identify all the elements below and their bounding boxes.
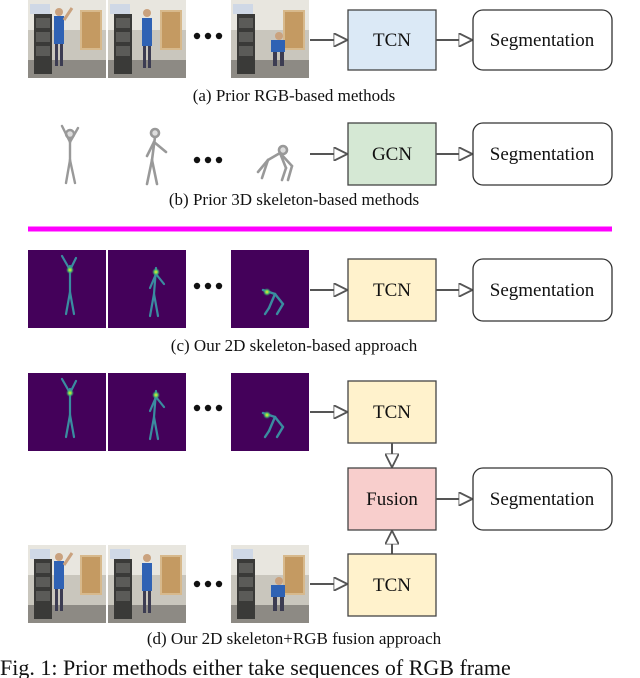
skeleton-heatmap-frame-1 [28,250,106,328]
segmentation-block [472,258,613,322]
3d-skeleton-figure-2 [145,127,168,186]
skeleton-heatmap-frame-3 [231,373,309,451]
gcn-block [347,122,437,186]
caption-d: (d) Our 2D skeleton+RGB fusion approach [147,629,442,648]
tcn-label: TCN [373,402,411,423]
fusion-block [347,467,437,531]
caption-a: (a) Prior RGB-based methods [193,86,396,105]
tcn-label: TCN [373,575,411,596]
ellipsis-dots [193,404,223,412]
ellipsis-dots [193,156,223,164]
segmentation-label: Segmentation [490,30,595,51]
tcn-block [347,258,437,322]
segmentation-block [472,467,613,531]
ellipsis-dots [193,282,223,290]
rgb-frame-3 [231,0,309,78]
row-a-rgb-methods: TCN Segmentation (a) Prior RGB-based met… [28,0,613,105]
3d-skeleton-figure-3 [256,144,294,182]
skeleton-heatmap-frame-2 [108,373,186,451]
ellipsis-dots [193,580,223,588]
tcn-label: TCN [373,30,411,51]
gcn-label: GCN [372,144,412,165]
rgb-frame-2 [108,0,186,78]
fusion-label: Fusion [366,489,418,510]
tcn-block-skeleton [347,380,437,444]
segmentation-block [472,122,613,186]
skeleton-heatmap-frame-3 [231,250,309,328]
skeleton-heatmap-frame-1 [28,373,106,451]
segmentation-label: Segmentation [490,489,595,510]
ellipsis-dots [193,32,223,40]
tcn-block [347,9,437,71]
segmentation-block [472,9,613,71]
rgb-frame-1 [28,0,106,78]
row-c-2d-skeleton-approach: TCN Segmentation (c) Our 2D skeleton-bas… [28,250,613,355]
tcn-block-rgb [347,553,437,617]
caption-b: (b) Prior 3D skeleton-based methods [169,190,419,209]
row-b-3d-skeleton-methods: GCN Segmentation (b) Prior 3D skeleton-b… [60,122,613,209]
segmentation-label: Segmentation [490,144,595,165]
segmentation-label: Segmentation [490,280,595,301]
row-d-fusion-approach: TCN Fusion Segmentation [28,373,613,648]
caption-c: (c) Our 2D skeleton-based approach [171,336,418,355]
rgb-frame-3 [231,545,309,623]
skeleton-heatmap-frame-2 [108,250,186,328]
tcn-label: TCN [373,280,411,301]
figure-caption: Fig. 1: Prior methods either take sequen… [0,655,511,678]
3d-skeleton-figure-1 [60,124,80,185]
rgb-frame-2 [108,545,186,623]
rgb-frame-1 [28,545,106,623]
